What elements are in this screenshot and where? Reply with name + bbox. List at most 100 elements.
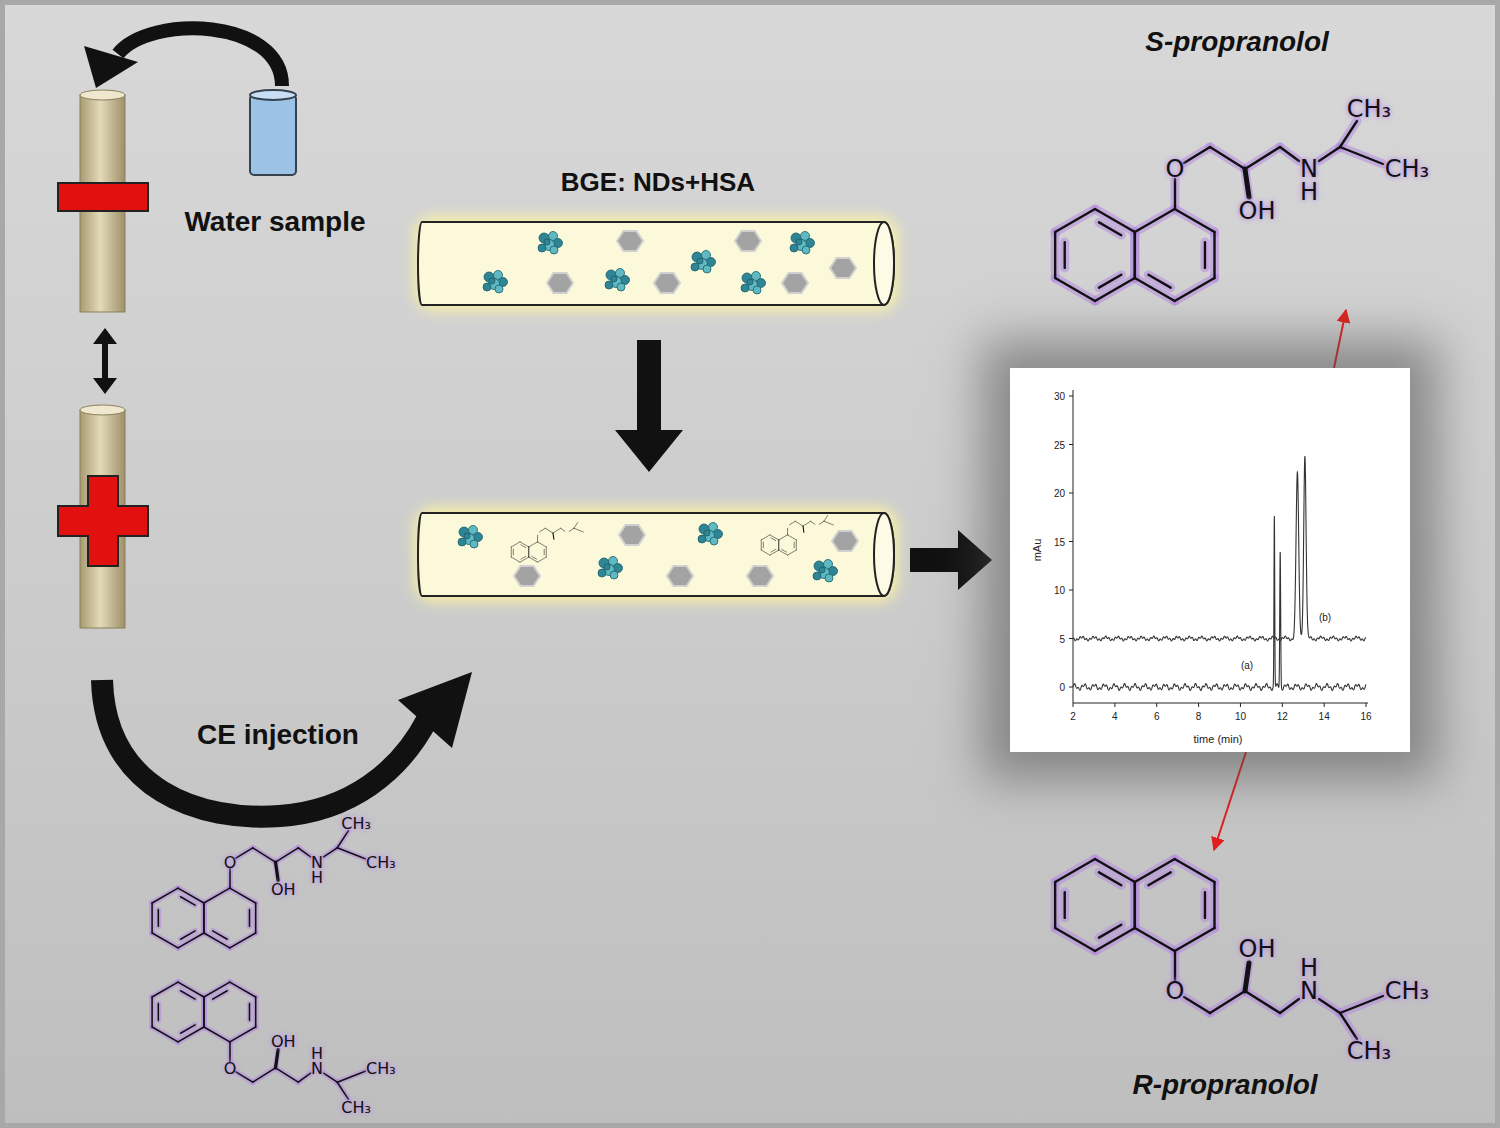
bond [1340, 147, 1383, 164]
bond [528, 547, 529, 557]
bond [1340, 996, 1383, 1013]
bond [540, 528, 546, 532]
protein-lobe [538, 244, 546, 252]
bond [770, 535, 779, 540]
bond [230, 933, 256, 948]
bond [552, 533, 554, 539]
trace-a [1073, 516, 1366, 690]
bond-glow [201, 997, 207, 1027]
vial-top [250, 90, 296, 100]
bond-glow [1175, 928, 1215, 951]
protein-lobe [802, 246, 810, 254]
bond [1135, 278, 1175, 301]
bond [181, 1025, 196, 1033]
nanodiamond [782, 273, 808, 293]
bond-glow [324, 1073, 338, 1082]
bond-glow [1055, 859, 1095, 882]
chart-axes [1073, 390, 1368, 703]
bond-glow [298, 848, 310, 857]
double-arrow-heads [93, 328, 117, 394]
bond [1204, 242, 1206, 268]
bond [529, 542, 538, 547]
y-tick [1069, 638, 1073, 639]
protein-lobe [605, 281, 613, 289]
tick-label: (a) [1241, 660, 1253, 671]
bond-glow [181, 931, 196, 939]
bond [151, 997, 153, 1027]
bond [181, 991, 196, 999]
bond [802, 526, 804, 532]
bond-glow [337, 848, 365, 859]
nanodiamond [617, 231, 643, 251]
tick-label: 20 [1054, 488, 1065, 499]
bond [230, 982, 256, 997]
bond [574, 523, 578, 529]
protein-lobe [747, 279, 753, 285]
nanodiamond [747, 566, 773, 586]
protein-lobe [489, 278, 495, 284]
tick-label: 8 [1196, 711, 1202, 722]
bond-glow [1099, 925, 1121, 938]
atom-label: O [1166, 977, 1185, 1005]
bond-glow [1210, 991, 1245, 1013]
bond-glow [1130, 882, 1139, 928]
bond [794, 542, 795, 548]
bond-glow [1175, 209, 1215, 232]
bond [538, 542, 547, 547]
atom-label: OH [1239, 935, 1276, 963]
bond [513, 549, 514, 555]
bond-glow [247, 1004, 253, 1021]
bond-glow [253, 903, 259, 933]
enantiomer-name: R-propranolol [1132, 1069, 1317, 1101]
tick-label: 5 [1059, 633, 1065, 644]
bond [779, 550, 788, 555]
protein-lobe [495, 285, 503, 293]
bond [1340, 1013, 1357, 1039]
bond [253, 848, 276, 862]
bond [1280, 147, 1299, 161]
bond [771, 538, 776, 541]
bond [249, 1004, 251, 1021]
bond [204, 933, 230, 948]
bond [204, 982, 230, 997]
atom-label: O [1166, 155, 1185, 183]
bond [1174, 179, 1176, 209]
protein-lobe [550, 246, 558, 254]
capillary-glow [414, 507, 898, 602]
bond-glow [1245, 147, 1280, 169]
bond [230, 1027, 256, 1042]
bond-glow [276, 1068, 299, 1082]
bond-glow [1340, 996, 1383, 1013]
bond-glow [181, 991, 196, 999]
nanodiamond [514, 566, 540, 586]
bond [520, 557, 529, 562]
bond [1095, 209, 1135, 232]
bond [324, 1073, 338, 1082]
bond [178, 888, 204, 903]
bond [213, 991, 228, 999]
bond [544, 549, 545, 555]
bond-glow [201, 903, 207, 933]
bond-glow [1060, 892, 1069, 918]
r-propranolol-structure [1055, 859, 1383, 1039]
bond-glow [1099, 275, 1121, 288]
tick-label: 6 [1154, 711, 1160, 722]
bond [181, 897, 196, 905]
nanodiamond [667, 566, 693, 586]
bond-glow [149, 997, 155, 1027]
bond [545, 528, 553, 533]
bond-glow [181, 897, 196, 905]
axis-title: time (min) [1194, 733, 1243, 745]
atom-label: OH [271, 880, 296, 899]
protein-lobe [610, 571, 618, 579]
protein-lobe [598, 569, 606, 577]
bond [1174, 951, 1176, 981]
bond [1184, 147, 1210, 163]
enantiomer-name: S-propranolol [1145, 26, 1329, 58]
bond-glow [1135, 928, 1175, 951]
bond [255, 903, 257, 933]
bond [1135, 928, 1175, 951]
protein-lobe [483, 283, 491, 291]
bond [152, 1027, 178, 1042]
hsa-protein [458, 526, 483, 549]
